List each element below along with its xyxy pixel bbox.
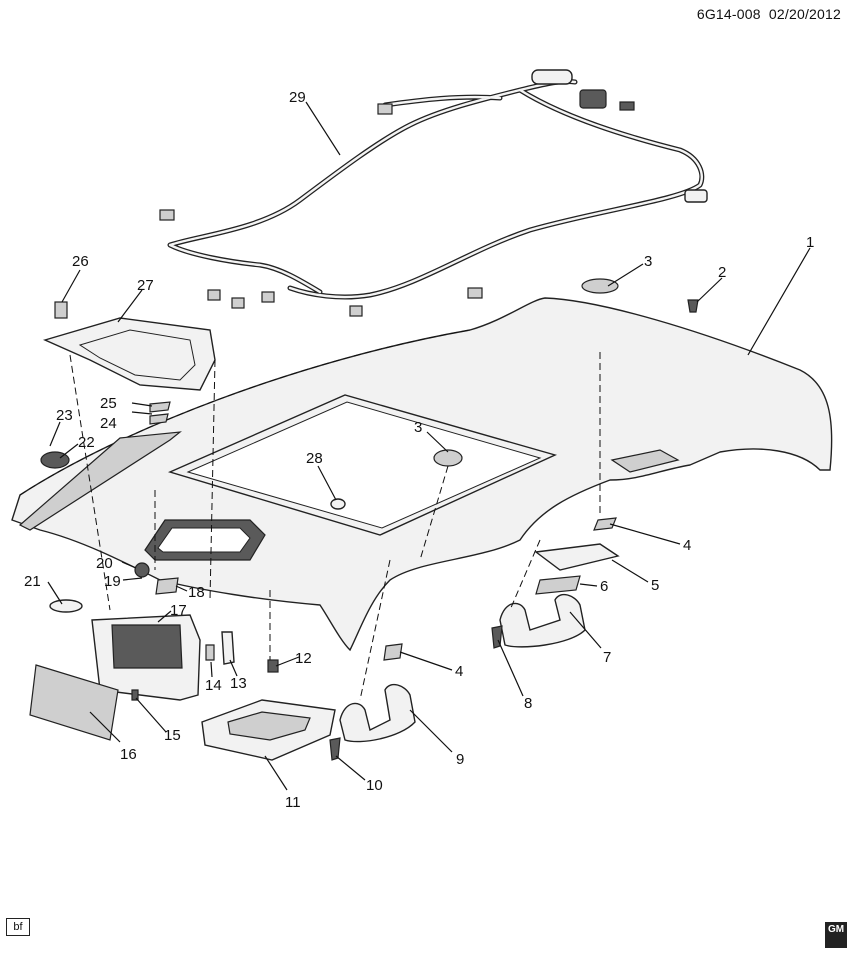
overhead-console [201,659,336,761]
callout-25: 25 [100,395,117,412]
callout-23: 23 [56,407,73,424]
callout-12: 12 [295,650,312,667]
headliner-panel [11,297,833,652]
callout-4-right: 4 [683,537,691,554]
callout-11: 11 [285,794,301,811]
callout-2: 2 [718,264,726,281]
callout-3-sunroof: 3 [414,419,422,436]
callout-17: 17 [170,602,187,619]
gm-logo: GM [825,922,847,948]
small-parts [40,278,699,661]
callout-28: 28 [306,450,323,467]
callout-6: 6 [600,578,608,595]
callout-9: 9 [456,751,464,768]
callout-29: 29 [289,89,306,106]
assist-handles [329,543,620,761]
bf-tag: bf [6,918,30,936]
callout-3-top: 3 [644,253,652,270]
callout-8: 8 [524,695,532,712]
console-bracket [42,301,216,391]
sun-visor [29,614,235,741]
callout-7: 7 [603,649,611,666]
callout-1: 1 [806,234,814,251]
callout-15: 15 [164,727,181,744]
callout-19: 19 [104,573,121,590]
callout-labels: 1 2 3 3 4 4 5 6 7 8 9 10 11 12 13 14 15 … [24,89,814,811]
document-header: 6G14-008 02/20/2012 [697,6,841,22]
callout-5: 5 [651,577,659,594]
callout-10: 10 [366,777,383,794]
callout-13: 13 [230,675,247,692]
document-date: 02/20/2012 [768,6,841,22]
callout-26: 26 [72,253,89,270]
wiring-harness [159,69,708,317]
callout-14: 14 [205,677,222,694]
callout-21: 21 [24,573,41,590]
callout-27: 27 [137,277,154,294]
callout-20: 20 [96,555,113,572]
callout-4-center: 4 [455,663,463,680]
callout-22: 22 [78,434,95,451]
callout-18: 18 [188,584,205,601]
document-code: 6G14-008 [696,6,761,22]
callout-16: 16 [120,746,137,763]
leader-lines [47,101,811,791]
callout-24: 24 [100,415,117,432]
